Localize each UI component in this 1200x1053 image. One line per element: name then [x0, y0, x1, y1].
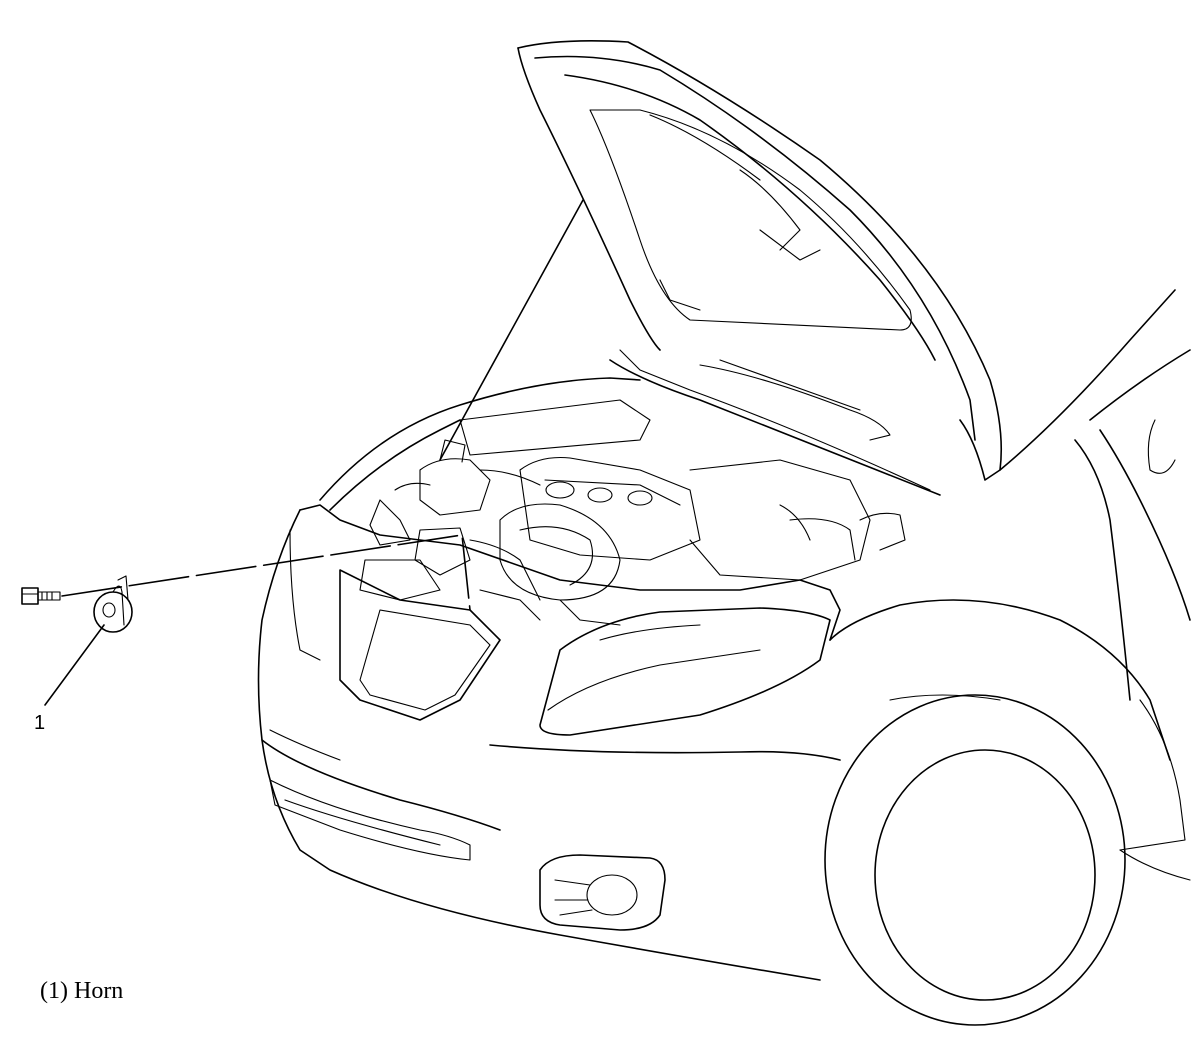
fender-and-windshield [999, 289, 1191, 701]
horn [93, 575, 133, 633]
installation-leader-line [61, 534, 471, 611]
callout-leader-line [44, 624, 105, 706]
callout-number-1: 1 [34, 712, 46, 734]
front-wheel [824, 599, 1191, 1026]
front-fascia [257, 504, 841, 981]
open-hood [517, 40, 1002, 496]
horn-bolt [21, 587, 61, 605]
hood-prop-rod [439, 199, 584, 461]
legend-caption: (1) Horn [40, 978, 124, 1004]
engine-bay [319, 377, 906, 626]
